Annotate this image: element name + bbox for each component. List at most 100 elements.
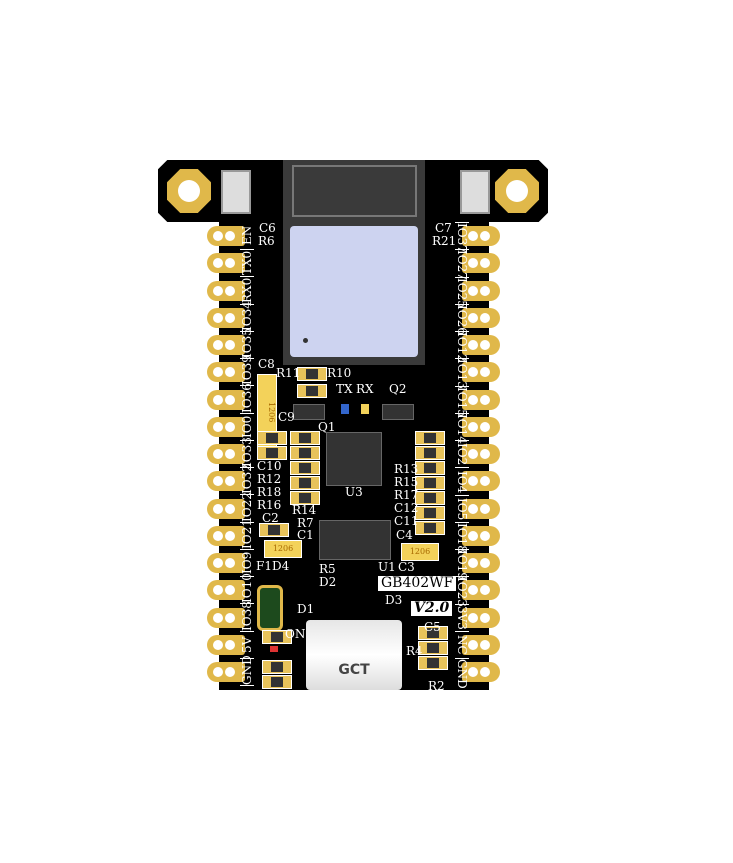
ref-c11: C11 — [394, 514, 419, 528]
ref-r12: R12 — [257, 472, 282, 486]
capacitor-c3: 1206 — [401, 543, 439, 561]
smd-component — [415, 506, 445, 520]
smd-component — [290, 446, 320, 460]
header-pin[interactable] — [462, 253, 500, 274]
header-pin[interactable] — [207, 498, 245, 519]
header-pin[interactable] — [462, 471, 500, 492]
ref-r11: R11 — [276, 366, 301, 380]
ref-d2: D2 — [319, 575, 337, 589]
header-pin[interactable] — [462, 553, 500, 573]
header-pin[interactable] — [462, 444, 500, 464]
header-pin[interactable] — [207, 553, 245, 573]
ref-r6: R6 — [258, 234, 275, 248]
pin-label: IO26 — [455, 303, 469, 335]
transistor-q1 — [293, 404, 325, 420]
ref-c12: C12 — [394, 501, 419, 515]
header-pin[interactable] — [462, 389, 500, 410]
header-pin[interactable] — [207, 634, 245, 655]
pin-label: IO23 — [455, 576, 469, 608]
header-pin[interactable] — [207, 416, 245, 437]
ref-r14: R14 — [292, 503, 317, 517]
smd-component — [297, 367, 327, 381]
ref-r2: R2 — [428, 679, 445, 693]
mounting-hole — [495, 169, 539, 213]
header-pin[interactable] — [462, 525, 500, 546]
header-pin[interactable] — [207, 253, 245, 274]
board-version: V2.0 — [411, 601, 453, 616]
header-pin[interactable] — [462, 607, 500, 628]
transistor-q2 — [382, 404, 414, 420]
header-pin[interactable] — [207, 525, 245, 546]
ref-on: ON — [285, 627, 306, 641]
header-pin[interactable] — [207, 662, 245, 682]
pcb-antenna — [292, 165, 417, 217]
header-pin[interactable] — [462, 362, 500, 383]
header-pin[interactable] — [462, 335, 500, 355]
ref-c10: C10 — [257, 459, 282, 473]
tx-led — [341, 404, 349, 414]
ref-c4: C4 — [396, 528, 413, 542]
ref-c6: C6 — [259, 221, 276, 235]
pin-label: IO39 — [240, 355, 254, 387]
header-pin[interactable] — [207, 280, 245, 301]
ref-r18: R18 — [257, 485, 282, 499]
header-pin[interactable] — [207, 444, 245, 464]
smd-component — [415, 431, 445, 445]
ref-c9: C9 — [278, 410, 295, 424]
header-pin[interactable] — [462, 662, 500, 682]
smd-component — [415, 476, 445, 490]
smd-component — [262, 675, 292, 689]
header-pin[interactable] — [207, 607, 245, 628]
pin1-dot — [303, 338, 308, 343]
smd-component — [290, 431, 320, 445]
header-pin[interactable] — [462, 580, 500, 601]
header-pin[interactable] — [207, 471, 245, 492]
boot-button[interactable] — [460, 170, 490, 214]
pin-label: NC — [455, 630, 469, 659]
header-pin[interactable] — [462, 307, 500, 328]
ref-f1d4: F1D4 — [256, 559, 290, 573]
header-pin[interactable] — [462, 226, 500, 246]
board-name: GB402WF — [378, 576, 457, 591]
pin-label: IO13 — [455, 358, 469, 390]
pin-label: IO36 — [240, 382, 254, 414]
header-pin[interactable] — [207, 362, 245, 383]
smd-component — [418, 626, 448, 640]
header-pin[interactable] — [207, 389, 245, 410]
pin-label: IO27 — [455, 249, 469, 281]
pin-label: IO32 — [240, 464, 254, 496]
header-pin[interactable] — [462, 498, 500, 519]
ref-rx: RX — [356, 382, 374, 396]
regulator-u1 — [319, 520, 391, 560]
pin-label: EN — [240, 222, 254, 250]
mount-tab-left — [158, 160, 220, 222]
module-shield — [290, 226, 418, 357]
pin-label: GND — [240, 655, 254, 686]
pin-label: IO4 — [455, 467, 469, 495]
header-pin[interactable] — [207, 226, 245, 246]
header-pin[interactable] — [462, 416, 500, 437]
pin-label: IO25 — [455, 276, 469, 308]
ref-c8: C8 — [258, 357, 275, 371]
header-pin[interactable] — [207, 307, 245, 328]
power-led — [270, 646, 278, 652]
smd-component — [415, 446, 445, 460]
smd-component — [290, 476, 320, 490]
smd-component — [415, 521, 445, 535]
pin-label: IO21 — [240, 518, 254, 550]
ref-r10: R10 — [327, 366, 352, 380]
header-pin[interactable] — [207, 580, 245, 601]
usb-c-connector[interactable]: GCT — [306, 620, 402, 690]
pin-label: IO38 — [240, 600, 254, 632]
smd-component — [262, 660, 292, 674]
header-pin[interactable] — [462, 280, 500, 301]
ref-u1: U1 — [378, 560, 396, 574]
pin-label: IO5 — [455, 494, 469, 523]
header-pin[interactable] — [207, 335, 245, 355]
smd-component — [418, 641, 448, 655]
en-button[interactable] — [221, 170, 251, 214]
pin-label: IO37 — [455, 222, 469, 253]
header-pin[interactable] — [462, 634, 500, 655]
ref-q2: Q2 — [389, 382, 407, 396]
pin-label: 3V3 — [455, 603, 469, 632]
